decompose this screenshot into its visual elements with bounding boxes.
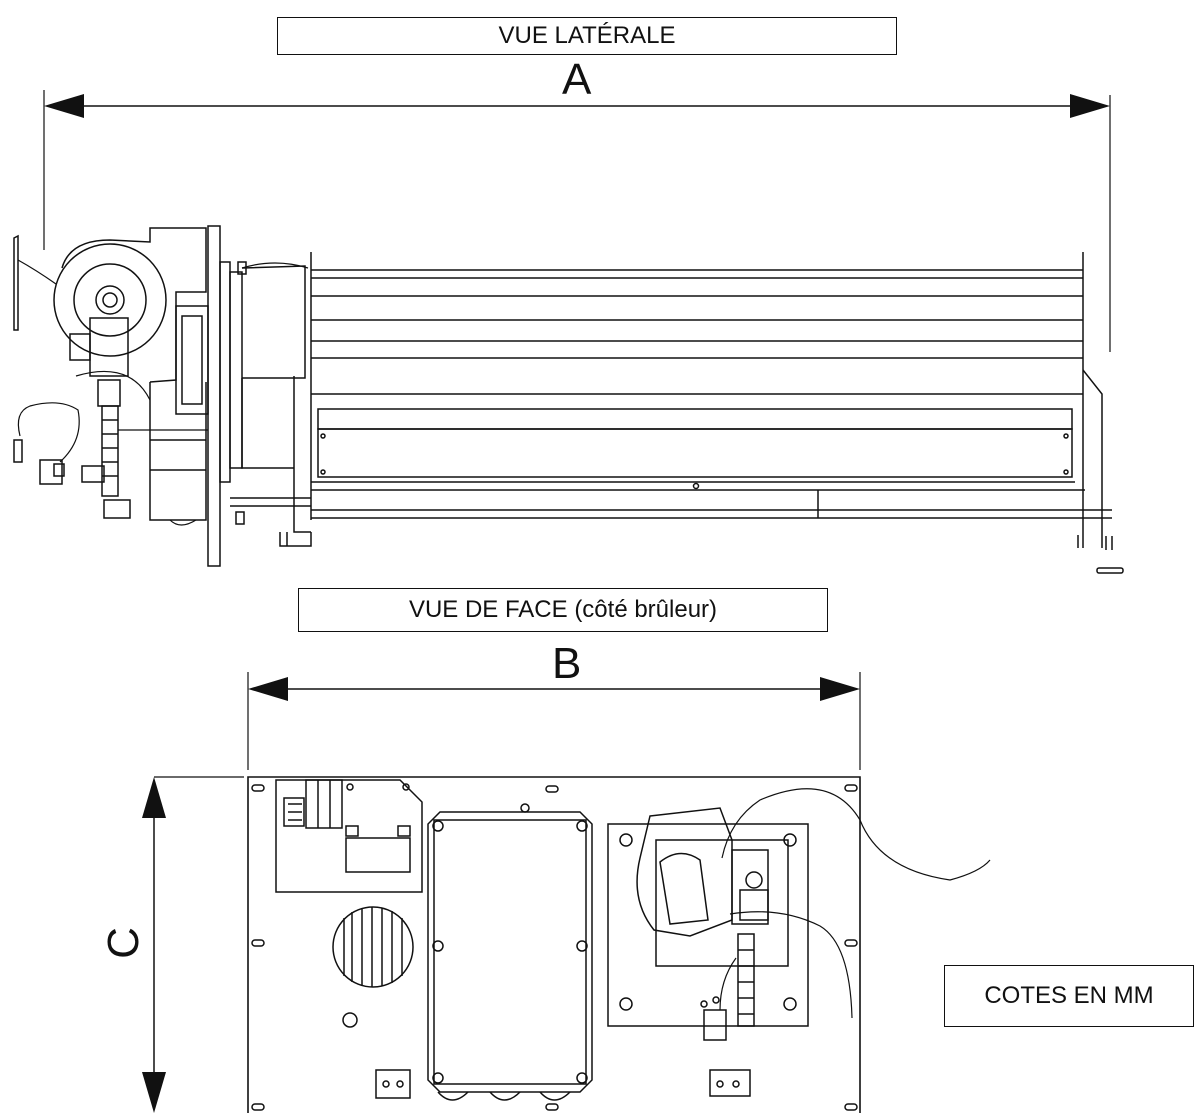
arrow-left-icon (248, 677, 288, 701)
units-note-text: COTES EN MM (984, 982, 1154, 1009)
dimension-b-line (247, 672, 861, 770)
arrow-down-icon (142, 1072, 166, 1113)
arrow-left-icon (44, 94, 84, 118)
heat-exchanger-tube (279, 252, 1124, 574)
dimension-b-label: B (552, 639, 582, 688)
ignition-cable (13, 234, 80, 485)
electrical-module (275, 779, 423, 893)
dimension-a-line (43, 90, 1111, 352)
arrow-up-icon (142, 777, 166, 818)
arrow-right-icon (1070, 94, 1110, 118)
burner-flange (207, 225, 311, 567)
arrow-right-icon (820, 677, 860, 701)
front-view-title-text: VUE DE FACE (côté brûleur) (408, 596, 718, 623)
front-view-drawing (247, 776, 991, 1113)
dimension-c-line (142, 776, 244, 1113)
burner-front (607, 788, 991, 1097)
control-box (427, 811, 593, 1101)
units-note: COTES EN MM (944, 965, 1194, 1027)
dimension-a-label: A (562, 55, 592, 104)
side-view-title: VUE LATÉRALE (277, 17, 897, 55)
side-view-drawing (13, 225, 1124, 574)
side-view-title-text: VUE LATÉRALE (498, 22, 676, 49)
front-view-title: VUE DE FACE (côté brûleur) (298, 588, 828, 632)
air-inlet-grille (332, 906, 414, 988)
burner-valve (69, 317, 208, 497)
burner-motor (53, 227, 209, 526)
